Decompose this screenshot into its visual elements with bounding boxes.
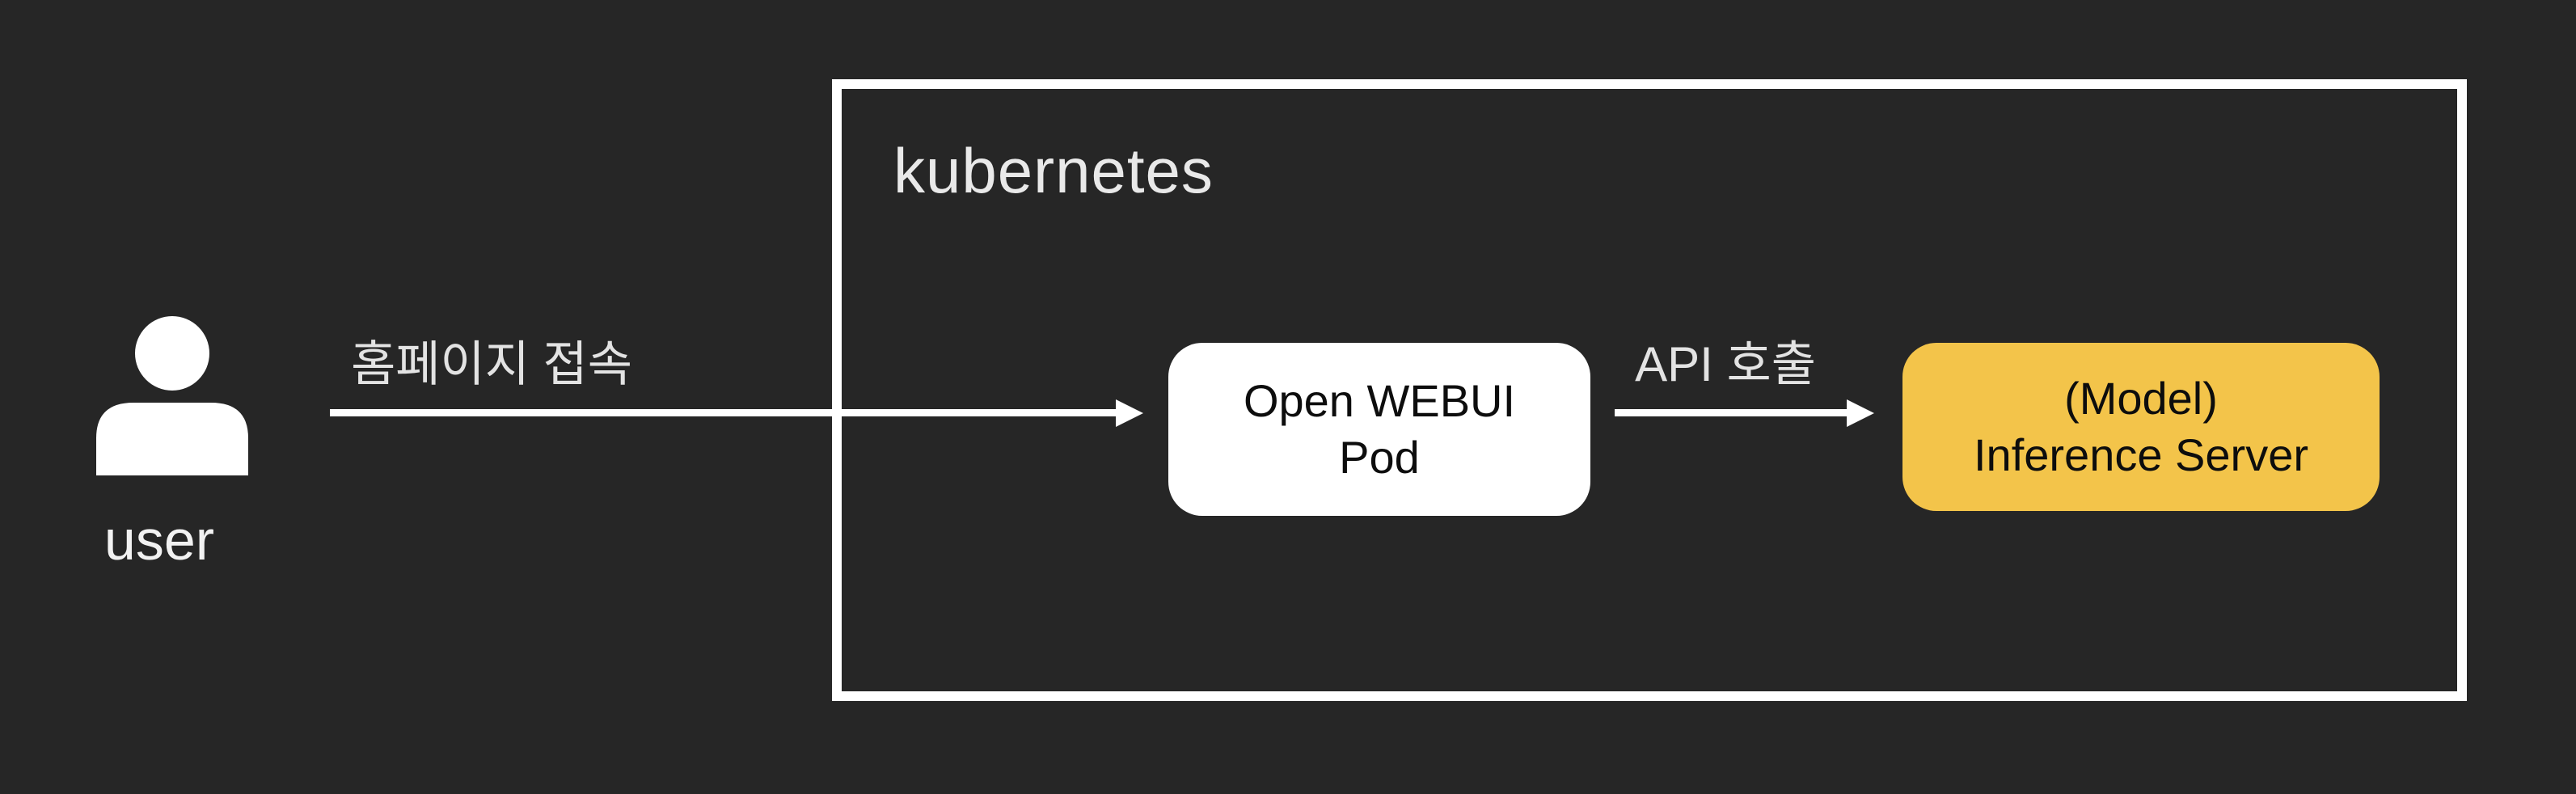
arrowhead-webui-to-inference bbox=[1847, 399, 1874, 427]
arrow-user-to-webui bbox=[330, 409, 1116, 416]
open-webui-pod-label-line1: Open WEBUI bbox=[1243, 375, 1516, 426]
edge-label-homepage-access: 홈페이지 접속 bbox=[351, 337, 632, 391]
open-webui-pod-label-line2: Pod bbox=[1339, 432, 1420, 483]
inference-server-node: (Model) Inference Server bbox=[1902, 343, 2380, 511]
inference-server-label-line1: (Model) bbox=[2064, 373, 2218, 424]
inference-server-label-line2: Inference Server bbox=[1974, 429, 2308, 480]
arrow-webui-to-inference bbox=[1615, 409, 1847, 416]
arrowhead-user-to-webui bbox=[1116, 399, 1143, 427]
kubernetes-cluster-title: kubernetes bbox=[893, 135, 1214, 206]
edge-label-api-call: API 호출 bbox=[1635, 337, 1816, 391]
person-icon bbox=[96, 316, 248, 475]
kubernetes-cluster-box: kubernetes bbox=[832, 79, 2467, 701]
open-webui-pod-node: Open WEBUI Pod bbox=[1168, 343, 1590, 516]
user-label: user bbox=[103, 509, 215, 572]
